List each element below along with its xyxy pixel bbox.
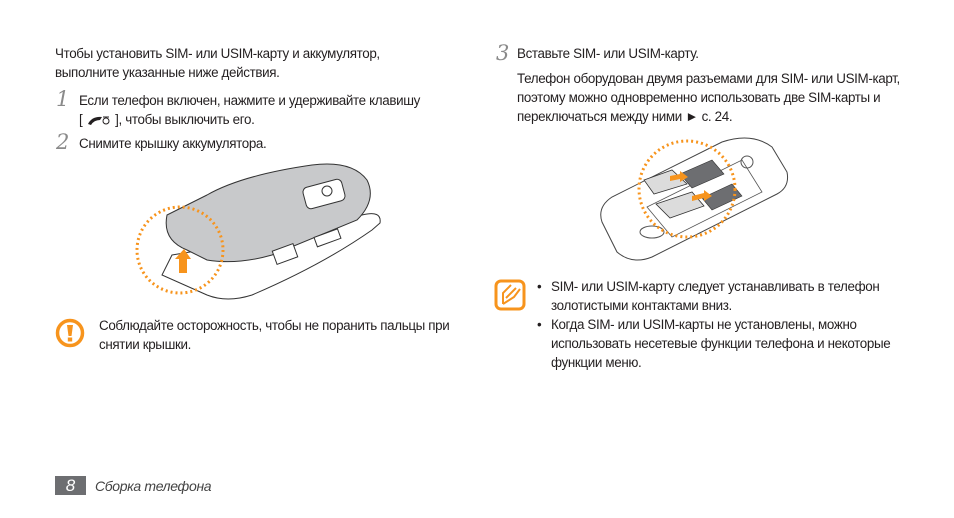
step-3-text: Вставьте SIM- или USIM-карту. [517, 46, 699, 61]
end-call-key-icon [87, 116, 110, 126]
caution-text: Соблюдайте осторожность, чтобы не порани… [99, 318, 450, 352]
section-title: Сборка телефона [95, 478, 212, 494]
step-number: 1 [56, 87, 70, 111]
note-icon [494, 279, 526, 311]
step-number: 3 [496, 41, 510, 65]
battery-cover-removal-illustration [135, 163, 381, 300]
sim-description: Телефон оборудован двумя разъемами для S… [517, 71, 900, 124]
notes-list: SIM- или USIM-карту следует устанавливат… [536, 277, 896, 372]
step-1-text-after: ], чтобы выключить его. [115, 112, 255, 127]
page-number-box: 8 [55, 476, 86, 495]
sim-insertion-illustration [600, 137, 788, 261]
page-number: 8 [65, 476, 76, 495]
intro-text: Чтобы установить SIM- или USIM-карту и а… [55, 46, 380, 80]
step-1-text: Если телефон включен, нажмите и удержива… [79, 91, 459, 129]
step-2-text: Снимите крышку аккумулятора. [79, 136, 267, 151]
step-number: 2 [56, 130, 70, 154]
bracket: [ [79, 112, 83, 127]
caution-icon [55, 318, 85, 348]
step-1-text-before: Если телефон включен, нажмите и удержива… [79, 93, 420, 108]
note-item: Когда SIM- или USIM-карты не установлены… [536, 315, 896, 372]
note-item: SIM- или USIM-карту следует устанавливат… [536, 277, 896, 315]
